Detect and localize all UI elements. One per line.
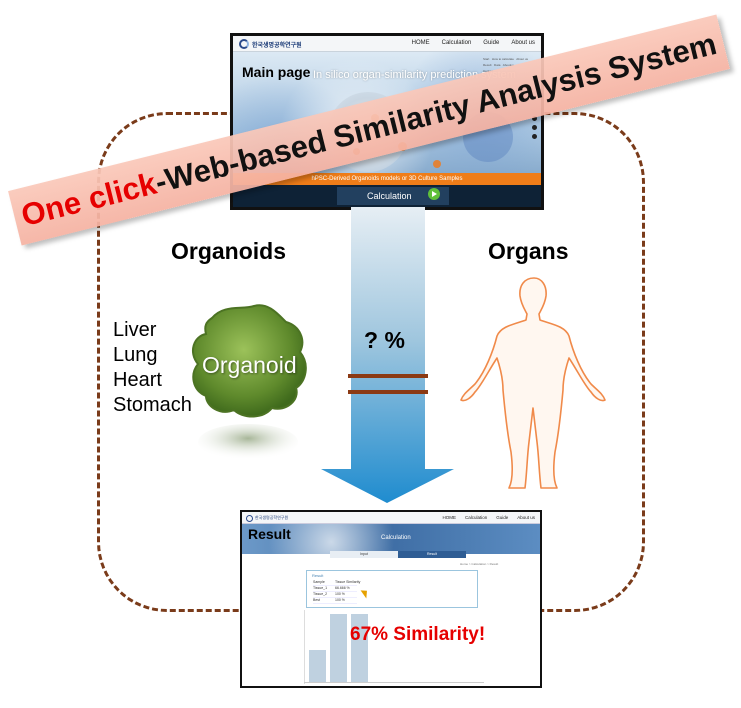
result-page-menu: HOME Calculation Guide About us <box>442 515 535 520</box>
carousel-dot-icon[interactable] <box>532 125 537 130</box>
institute-logo-icon <box>246 515 253 522</box>
result-hero-subtitle: Calculation <box>381 535 411 541</box>
breadcrumb: Home > Calculation > Result <box>460 562 499 566</box>
institute-logo-text: 한국생명공학연구원 <box>252 43 302 49</box>
nav-guide[interactable]: Guide <box>483 40 500 46</box>
main-page-navbar: 한국생명공학연구원 HOME Calculation Guide About u… <box>233 36 541 52</box>
carousel-dot-icon[interactable] <box>532 116 537 121</box>
arrow-shape <box>321 207 454 503</box>
result-bar <box>351 614 368 682</box>
nav-about[interactable]: About us <box>511 40 535 46</box>
organoid-shape <box>191 304 307 418</box>
organ-item-lung: Lung <box>113 344 158 366</box>
submenu-row: Start How to calculate About us <box>483 57 529 61</box>
result-page-navbar: 한국생명공학연구원 HOME Calculation Guide About u… <box>242 512 540 524</box>
arrow-band-bottom <box>348 390 428 394</box>
result-bar <box>330 614 347 682</box>
human-body-icon <box>460 277 606 489</box>
human-body-illustration <box>455 272 613 494</box>
result-chart-axis <box>304 682 484 683</box>
carousel-dots[interactable] <box>532 116 537 143</box>
carousel-dot-icon[interactable] <box>532 134 537 139</box>
result-page-screenshot: 한국생명공학연구원 HOME Calculation Guide About u… <box>240 510 542 688</box>
calculation-button[interactable]: Calculation <box>337 187 449 205</box>
similarity-arrow <box>321 207 454 503</box>
nav-home[interactable]: HOME <box>442 515 456 520</box>
tab-input[interactable]: Input <box>330 551 398 558</box>
result-page-label: Result <box>248 526 291 542</box>
organ-item-heart: Heart <box>113 369 162 391</box>
orange-info-bar: hPSC-Derived Organoids models or 3D Cult… <box>233 173 541 185</box>
unknown-percent-label: ? % <box>364 327 405 353</box>
organ-type-list: Liver Lung Heart Stomach <box>113 318 192 418</box>
nav-guide[interactable]: Guide <box>496 515 509 520</box>
calculation-button-label: Calculation <box>367 191 412 201</box>
organoid-reflection <box>198 424 298 460</box>
submenu-row: Result Data Aboutus <box>483 63 514 67</box>
organoid-label: Organoid <box>202 352 297 378</box>
result-bar <box>309 650 326 682</box>
organoid-icon <box>191 304 307 460</box>
result-panel-title: Result <box>312 573 324 578</box>
organoids-heading: Organoids <box>171 238 287 264</box>
tab-result[interactable]: Result <box>398 551 466 558</box>
result-page-hero <box>242 524 540 554</box>
down-arrow-icon <box>321 207 454 503</box>
institute-logo-icon <box>239 39 249 49</box>
calculation-bar: Calculation <box>233 185 541 207</box>
nav-calculation[interactable]: Calculation <box>441 40 472 46</box>
human-body-outline <box>460 277 606 489</box>
arrow-band-top <box>348 374 428 378</box>
play-icon[interactable] <box>428 188 440 200</box>
result-bar-chart <box>304 610 484 684</box>
main-page-menu: HOME Calculation Guide About us <box>412 40 535 46</box>
similarity-result-text: 67% Similarity! <box>350 624 486 645</box>
result-tabs: Input Result <box>330 551 466 558</box>
nav-calculation[interactable]: Calculation <box>464 515 488 520</box>
nav-home[interactable]: HOME <box>411 40 430 46</box>
main-page-label: Main page <box>242 64 311 80</box>
organ-item-liver: Liver <box>113 319 157 341</box>
nav-about[interactable]: About us <box>517 515 535 520</box>
cell-dot <box>433 160 441 168</box>
organ-item-stomach: Stomach <box>113 394 192 416</box>
institute-logo-text: 한국생명공학연구원 <box>255 515 289 520</box>
organoid-illustration: Organoid <box>182 300 317 465</box>
organs-heading: Organs <box>488 238 569 264</box>
